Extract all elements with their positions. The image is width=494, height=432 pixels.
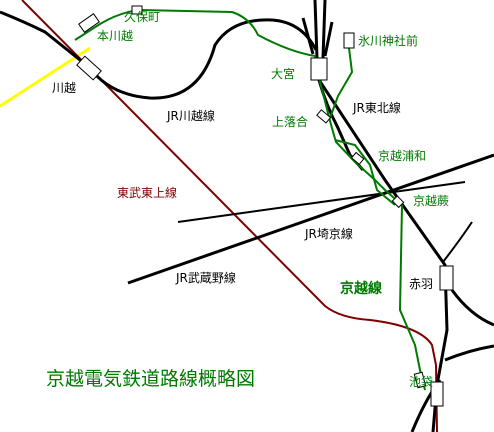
jr-branch-north-3	[323, 21, 334, 57]
line-label-jr-kawagoe: JR川越線	[166, 108, 215, 123]
station-kubocho-marker[interactable]	[131, 5, 143, 15]
station-keietsu-urawa-label: 京越浦和	[378, 149, 426, 163]
keietsu-urawa-siding	[334, 139, 396, 206]
station-keietsu-urawa-marker[interactable]	[350, 151, 365, 165]
jr-east-west-line	[177, 181, 466, 223]
keietsu-hikawa-branch	[329, 47, 354, 119]
jr-kawagoe-line	[0, 10, 318, 100]
map-title: 京越電気鉄道路線概略図	[46, 368, 255, 390]
jr-branch-north-1	[321, 0, 327, 59]
jr-musashino-line	[127, 153, 494, 285]
station-hikawa-label: 氷川神社前	[358, 33, 418, 48]
station-keietsu-warabi-label: 京越蕨	[413, 194, 449, 208]
keietsu-main-line	[74, 8, 426, 391]
station-hikawa-marker[interactable]	[343, 32, 355, 49]
station-honkawagoe-marker[interactable]	[78, 13, 100, 33]
tobu-tojo-line	[21, 0, 438, 432]
station-kawagoe-label: 川越	[52, 81, 76, 95]
station-honkawagoe-label: 本川越	[97, 29, 133, 43]
station-ikebukuro-marker[interactable]	[430, 381, 444, 407]
station-keietsu-warabi-marker[interactable]	[391, 195, 405, 209]
jr-akabane-east-1	[450, 289, 494, 327]
station-akabane-marker[interactable]	[439, 265, 454, 291]
station-kubocho-label: 久保町	[124, 10, 160, 24]
station-omiya-marker[interactable]	[310, 57, 328, 81]
jr-branch-north-2	[301, 17, 315, 55]
station-kamiochiai-label: 上落合	[272, 114, 308, 129]
line-label-jr-tohoku: JR東北線	[352, 100, 401, 115]
line-label-keietsu: 京越線	[340, 280, 382, 297]
line-label-jr-musashino: JR武蔵野線	[175, 270, 236, 285]
jr-tohoku-line	[313, 0, 449, 432]
station-kawagoe-marker[interactable]	[76, 55, 102, 81]
jr-akabane-east-2	[442, 221, 473, 263]
station-akabane-label: 赤羽	[409, 277, 433, 291]
line-label-tobu-tojo: 東武東上線	[117, 185, 177, 200]
station-ikebukuro-label: 池袋	[409, 375, 433, 389]
station-kamiochiai-marker[interactable]	[316, 109, 332, 124]
line-label-jr-saikyo: JR埼京線	[304, 226, 353, 241]
jr-ikebukuro-east	[444, 344, 494, 362]
station-omiya-label: 大宮	[271, 66, 295, 81]
station-ikebukuro-keietsu-marker[interactable]	[413, 371, 427, 389]
